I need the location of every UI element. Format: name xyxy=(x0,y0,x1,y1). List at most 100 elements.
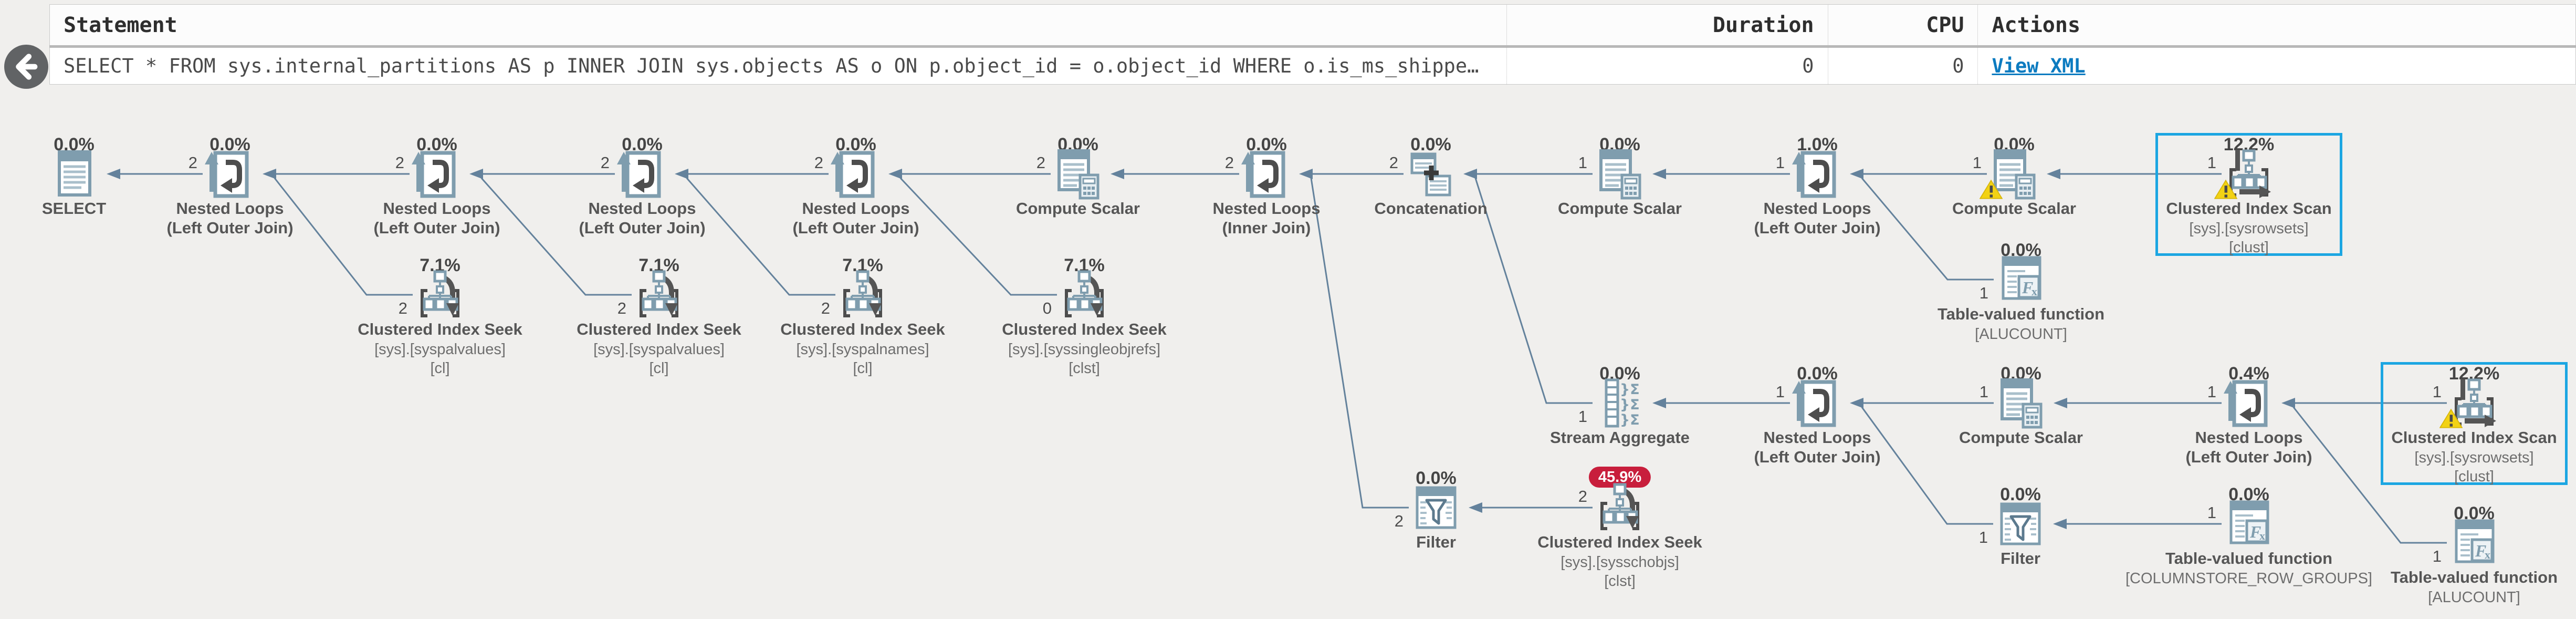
svg-text:}Σ: }Σ xyxy=(1620,397,1640,413)
row-count: 2 xyxy=(1036,153,1045,172)
selected-node-highlight xyxy=(2381,362,2568,485)
cost-percent: 0.0% xyxy=(1410,135,1451,154)
column-header-statement[interactable]: Statement xyxy=(50,5,1507,45)
node-title: Nested Loops xyxy=(2195,428,2303,447)
cpu-value: 0 xyxy=(1828,48,1978,84)
filter-icon xyxy=(1993,497,2048,551)
row-count: 2 xyxy=(395,153,404,172)
node-title-2: (Left Outer Join) xyxy=(166,219,294,237)
svg-text:x: x xyxy=(2259,529,2265,542)
row-count: 2 xyxy=(821,299,830,317)
column-header-cpu[interactable]: CPU xyxy=(1828,5,1978,45)
node-title-2: (Left Outer Join) xyxy=(373,219,500,237)
node-title: Clustered Index Seek xyxy=(358,320,522,338)
svg-text:F: F xyxy=(2022,278,2033,297)
row-count: 1 xyxy=(2207,383,2216,401)
node-title: Clustered Index Seek xyxy=(1537,533,1702,551)
statement-text: SELECT * FROM sys.internal_partitions AS… xyxy=(50,48,1507,84)
row-count: 0 xyxy=(1042,299,1052,317)
node-index: [cl] xyxy=(649,360,669,377)
stream-aggregate-icon: }Σ}Σ}Σ xyxy=(1593,376,1647,430)
node-title: Compute Scalar xyxy=(1952,199,2076,218)
nested-loops-icon xyxy=(410,147,464,201)
plan-node-select-1[interactable]: 0.0% SELECT xyxy=(0,132,163,260)
view-xml-link[interactable]: View XML xyxy=(1992,55,2086,77)
warning-icon xyxy=(2214,179,2238,199)
warning-icon xyxy=(1979,179,2003,199)
row-count: 1 xyxy=(1978,528,1988,546)
node-title: Clustered Index Scan xyxy=(2391,428,2557,447)
concatenation-icon xyxy=(1404,147,1458,201)
row-count: 1 xyxy=(1775,153,1785,172)
node-title: Clustered Index Scan xyxy=(2166,199,2332,218)
column-header-actions[interactable]: Actions xyxy=(1992,13,2081,37)
row-count: 2 xyxy=(188,153,197,172)
tvf-icon: F x xyxy=(2447,515,2501,570)
row-count: 1 xyxy=(2432,383,2442,401)
column-header-duration[interactable]: Duration xyxy=(1507,5,1828,45)
node-index: [cl] xyxy=(853,360,873,377)
row-count: 2 xyxy=(1394,512,1404,530)
index-seek-icon xyxy=(632,267,686,322)
cost-percent: 0.0% xyxy=(1416,468,1457,488)
node-title-2: (Left Outer Join) xyxy=(1754,448,1881,466)
selected-node-highlight xyxy=(2155,133,2342,256)
node-index: [clst] xyxy=(1604,573,1636,590)
filter-icon xyxy=(1409,480,1463,535)
svg-text:}Σ: }Σ xyxy=(1620,412,1640,428)
row-count: 2 xyxy=(814,153,823,172)
compute-scalar-icon xyxy=(1051,147,1105,201)
nested-loops-icon xyxy=(829,147,883,201)
node-title: Nested Loops xyxy=(1763,199,1871,218)
node-object: [sys].[syspalnames] xyxy=(796,341,929,358)
node-title-2: (Left Outer Join) xyxy=(579,219,706,237)
compute-scalar-icon xyxy=(1987,147,2041,201)
svg-text:x: x xyxy=(2485,548,2490,561)
svg-text:}Σ: }Σ xyxy=(1620,381,1640,398)
cost-percent: 0.0% xyxy=(2000,484,2041,504)
statement-table: Statement Duration CPU Actions SELECT * … xyxy=(49,4,2576,85)
node-title-2: (Left Outer Join) xyxy=(2185,448,2312,466)
compute-scalar-icon xyxy=(1994,376,2048,430)
cost-percent: 0.0% xyxy=(1797,364,1838,384)
compute-scalar-icon xyxy=(1593,147,1647,201)
node-title: Filter xyxy=(1416,533,1456,551)
row-count: 2 xyxy=(1224,153,1234,172)
row-count: 1 xyxy=(1578,153,1587,172)
node-title: Nested Loops xyxy=(176,199,284,218)
node-title: Compute Scalar xyxy=(1015,199,1140,218)
node-object: [ALUCOUNT] xyxy=(2428,589,2520,606)
node-title-2: (Left Outer Join) xyxy=(792,219,919,237)
back-button[interactable] xyxy=(4,45,48,89)
nested-loops-icon xyxy=(1790,147,1845,201)
warning-icon xyxy=(2439,408,2463,428)
statement-row[interactable]: SELECT * FROM sys.internal_partitions AS… xyxy=(49,48,2576,85)
